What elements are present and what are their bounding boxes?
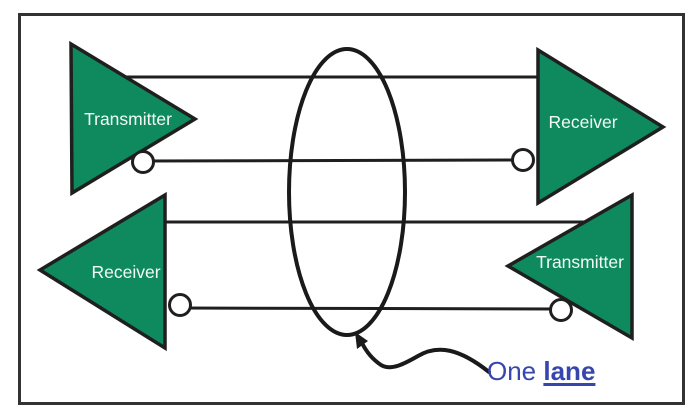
transmitter-bottom-right-label: Transmitter [536,252,624,272]
signal-line-top-2 [143,158,524,163]
annotation-emphasis: lane [543,356,596,386]
port-circle-bottom-right [549,298,573,322]
transmitter-bottom-right-triangle [504,191,634,342]
port-circle-top-left [131,150,155,174]
callout-arrowhead-icon [355,332,368,349]
receiver-top-right-triangle [536,46,667,207]
port-circle-top-right [511,148,535,172]
receiver-top-right-label: Receiver [548,112,617,132]
one-lane-annotation: One lane [487,357,595,386]
receiver-bottom-left-triangle [36,191,167,352]
receiver-bottom-left-label: Receiver [91,262,160,282]
transmitter-top-left-label: Transmitter [84,109,172,129]
lane-ellipse [287,47,407,337]
port-circle-bottom-left [168,293,192,317]
signal-line-bottom-2 [179,306,562,311]
annotation-prefix: One [487,356,544,386]
callout-arrow [360,341,491,374]
